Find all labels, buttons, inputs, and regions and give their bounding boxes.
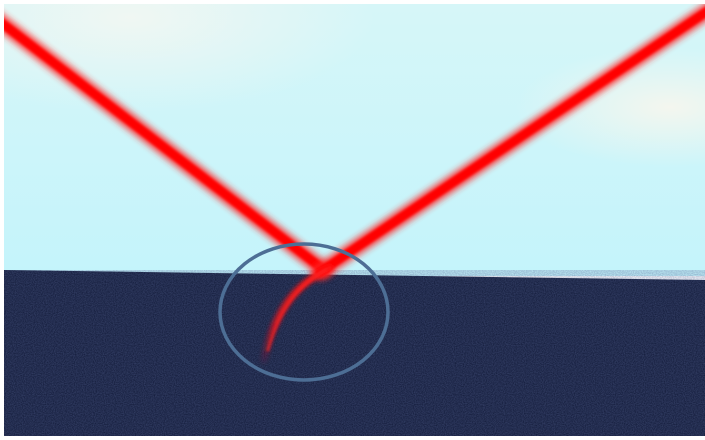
haze-right — [4, 4, 705, 276]
lower-medium-grain — [4, 270, 705, 440]
